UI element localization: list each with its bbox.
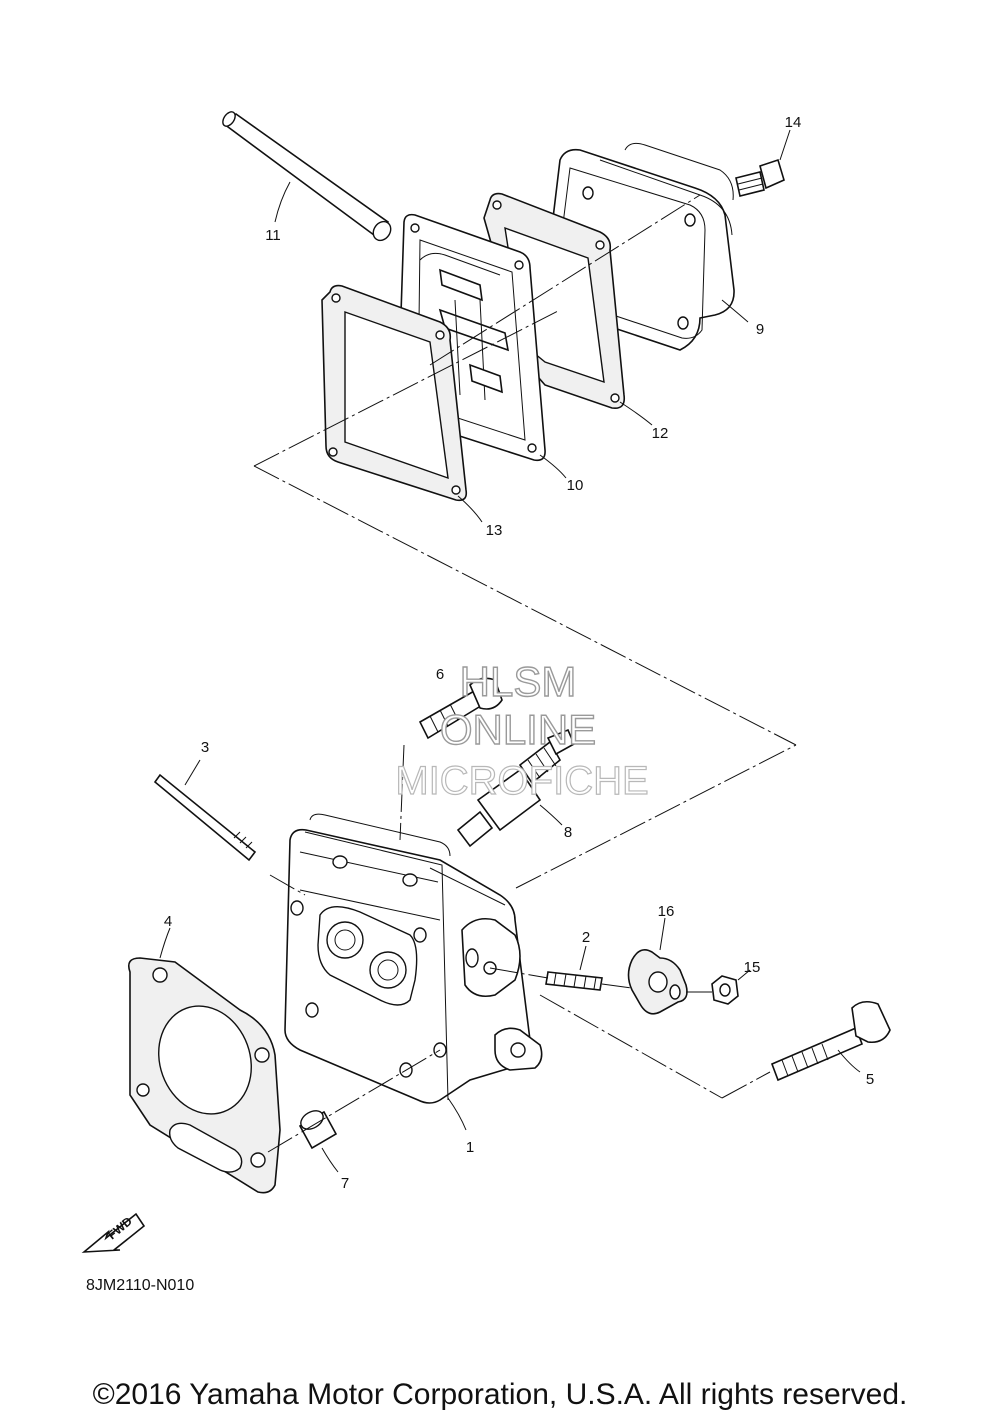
spark-plug-part-8	[456, 728, 576, 848]
bolt-part-6	[399, 677, 503, 841]
dowel-part-7	[267, 1049, 441, 1173]
label-part-7: 7	[341, 1175, 349, 1192]
label-part-14: 14	[785, 114, 802, 131]
label-part-16: 16	[658, 903, 675, 920]
label-part-10: 10	[567, 477, 584, 494]
label-part-12: 12	[652, 425, 669, 442]
label-part-9: 9	[756, 321, 764, 338]
watermark: HLSM ONLINE MICROFICHE	[395, 657, 650, 803]
head-gasket-part-4	[127, 927, 281, 1194]
nut-part-15	[711, 969, 751, 1005]
exploded-parts-diagram: 1 2 3 4 5 6 7 8 9 10 11 12 13 14 15 16 H…	[81, 111, 891, 1294]
copyright-notice: ©2016 Yamaha Motor Corporation, U.S.A. A…	[92, 1378, 908, 1411]
diagram-code: 8JM2110-N010	[86, 1277, 194, 1294]
label-part-6: 6	[436, 666, 444, 683]
bolt-part-14	[735, 129, 791, 197]
label-part-15: 15	[744, 959, 761, 976]
cylinder-head-part-1	[284, 813, 543, 1131]
label-part-1: 1	[466, 1139, 474, 1156]
watermark-line-1: HLSM	[460, 658, 577, 705]
label-part-2: 2	[582, 929, 590, 946]
bolt-part-5	[721, 1000, 891, 1099]
stud-part-2	[489, 945, 603, 991]
gasket-part-16	[601, 917, 712, 1015]
fwd-arrow-icon: FWD	[81, 1212, 146, 1253]
stud-part-3	[153, 759, 257, 862]
watermark-line-3: MICROFICHE	[395, 759, 648, 803]
hose-part-11	[222, 111, 392, 242]
label-part-3: 3	[201, 739, 209, 756]
label-part-4: 4	[164, 913, 172, 930]
label-part-8: 8	[564, 824, 572, 841]
gasket-part-13	[321, 284, 483, 523]
label-part-5: 5	[866, 1071, 874, 1088]
label-part-13: 13	[486, 522, 503, 539]
watermark-line-2: ONLINE	[440, 706, 596, 753]
label-part-11: 11	[265, 227, 281, 244]
